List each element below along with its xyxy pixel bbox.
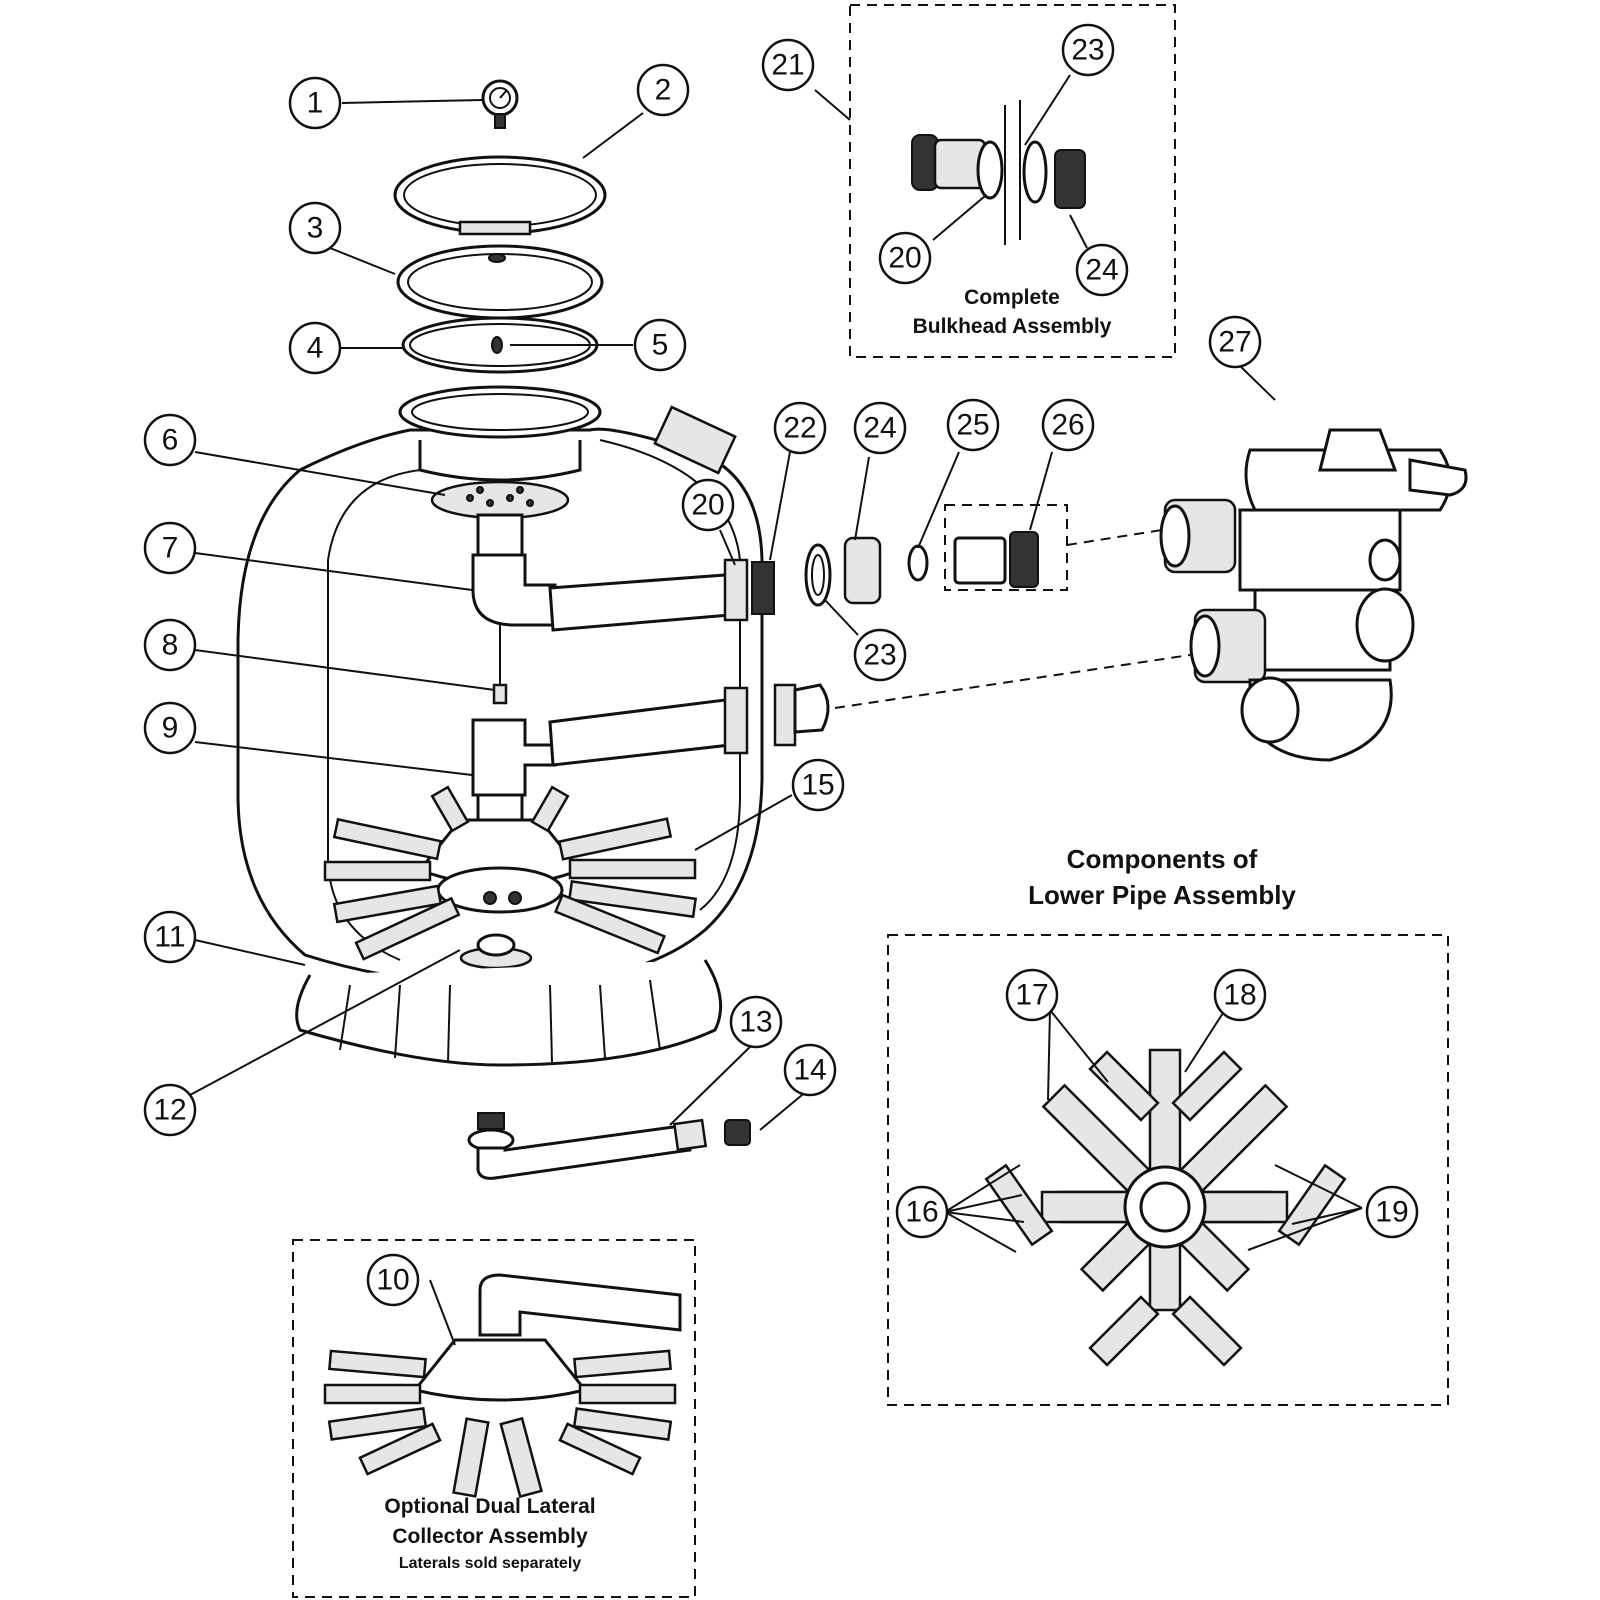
svg-text:2: 2 — [655, 74, 672, 107]
dual-lateral-caption-line2: Collector Assembly — [392, 1525, 588, 1548]
svg-text:23: 23 — [1071, 34, 1104, 67]
lower-pipe-assembly-box — [887, 934, 1449, 1406]
callout-9: 9 — [143, 701, 197, 755]
callout-18: 18 — [1213, 968, 1267, 1022]
valve-connector-lower — [834, 654, 1191, 709]
valve-connector-upper — [1066, 529, 1163, 546]
bulkhead-assembly-box — [849, 4, 1176, 358]
svg-text:18: 18 — [1223, 979, 1256, 1012]
laterals — [323, 785, 698, 961]
union-kit-box — [944, 504, 1068, 591]
svg-text:24: 24 — [1085, 254, 1118, 287]
union-fittings — [804, 531, 1039, 607]
callout-24-bulkhead: 24 — [1075, 243, 1129, 297]
callout-25: 25 — [946, 398, 1000, 452]
callout-22: 22 — [773, 401, 827, 455]
bulkhead-caption-line2: Bulkhead Assembly — [913, 315, 1112, 338]
callout-20-tank: 20 — [681, 478, 735, 532]
callout-2: 2 — [636, 63, 690, 117]
svg-text:23: 23 — [863, 639, 896, 672]
clamp-ring — [393, 155, 607, 236]
drain-plug — [724, 1119, 751, 1146]
bulkhead-assembly-parts — [911, 100, 1086, 245]
callout-23-fittings: 23 — [853, 628, 907, 682]
svg-text:15: 15 — [801, 769, 834, 802]
svg-text:7: 7 — [162, 532, 179, 565]
svg-text:8: 8 — [162, 629, 179, 662]
callout-6: 6 — [143, 413, 197, 467]
svg-text:3: 3 — [307, 212, 324, 245]
dual-lateral-collector — [323, 1273, 682, 1499]
callout-12: 12 — [143, 1083, 197, 1137]
air-relief-tube — [492, 625, 508, 705]
svg-text:25: 25 — [956, 409, 989, 442]
drain-cap — [459, 933, 533, 970]
lid-o-ring — [401, 316, 599, 374]
callout-13: 13 — [729, 995, 783, 1049]
lower-pipe-assembly — [471, 683, 830, 822]
callout-23-bulkhead: 23 — [1061, 23, 1115, 77]
svg-text:17: 17 — [1015, 979, 1048, 1012]
multiport-valve — [1159, 428, 1468, 762]
svg-text:16: 16 — [905, 1196, 938, 1229]
pressure-gauge — [481, 79, 519, 129]
callout-3: 3 — [288, 201, 342, 255]
callout-10: 10 — [366, 1253, 420, 1307]
dual-lateral-caption-line3: Laterals sold separately — [399, 1555, 581, 1572]
svg-text:6: 6 — [162, 424, 179, 457]
svg-text:4: 4 — [307, 332, 324, 365]
lower-pipe-caption-line1: Components of — [1067, 844, 1258, 874]
callout-11: 11 — [143, 910, 197, 964]
svg-text:10: 10 — [376, 1264, 409, 1297]
callout-27: 27 — [1208, 315, 1262, 369]
svg-text:27: 27 — [1218, 326, 1251, 359]
svg-text:13: 13 — [739, 1006, 772, 1039]
svg-text:12: 12 — [153, 1094, 186, 1127]
bulkhead-caption-line1: Complete — [964, 286, 1060, 309]
callout-16: 16 — [895, 1185, 949, 1239]
svg-text:14: 14 — [793, 1054, 826, 1087]
callout-8: 8 — [143, 618, 197, 672]
tank-base — [295, 959, 723, 1067]
callout-17: 17 — [1005, 968, 1059, 1022]
svg-text:5: 5 — [652, 329, 669, 362]
callout-4: 4 — [288, 321, 342, 375]
svg-text:24: 24 — [863, 412, 896, 445]
svg-text:9: 9 — [162, 712, 179, 745]
drain-pipe — [467, 1112, 708, 1180]
svg-text:1: 1 — [307, 87, 324, 120]
callout-1: 1 — [288, 76, 342, 130]
callout-14: 14 — [783, 1043, 837, 1097]
tank-lid — [396, 244, 604, 320]
svg-text:20: 20 — [888, 242, 921, 275]
diffuser — [430, 480, 570, 520]
dual-lateral-assembly-box — [292, 1239, 696, 1598]
svg-text:11: 11 — [154, 921, 185, 954]
lower-pipe-caption-line2: Lower Pipe Assembly — [1028, 880, 1296, 910]
lateral-hub — [417, 818, 583, 914]
callout-15: 15 — [791, 758, 845, 812]
lower-pipe-star — [984, 1048, 1347, 1367]
callout-21: 21 — [761, 38, 815, 92]
callout-5: 5 — [633, 318, 687, 372]
callout-19: 19 — [1365, 1185, 1419, 1239]
callout-26: 26 — [1041, 398, 1095, 452]
svg-text:26: 26 — [1051, 409, 1084, 442]
svg-text:21: 21 — [771, 49, 804, 82]
svg-text:22: 22 — [783, 412, 816, 445]
callout-24-fittings: 24 — [853, 401, 907, 455]
svg-text:20: 20 — [691, 489, 724, 522]
callout-20-bulkhead: 20 — [878, 231, 932, 285]
leader-lines — [189, 74, 1363, 1346]
callout-7: 7 — [143, 521, 197, 575]
dual-lateral-caption-line1: Optional Dual Lateral — [384, 1495, 595, 1518]
upper-pipe-assembly — [471, 513, 775, 632]
svg-text:19: 19 — [1375, 1196, 1408, 1229]
